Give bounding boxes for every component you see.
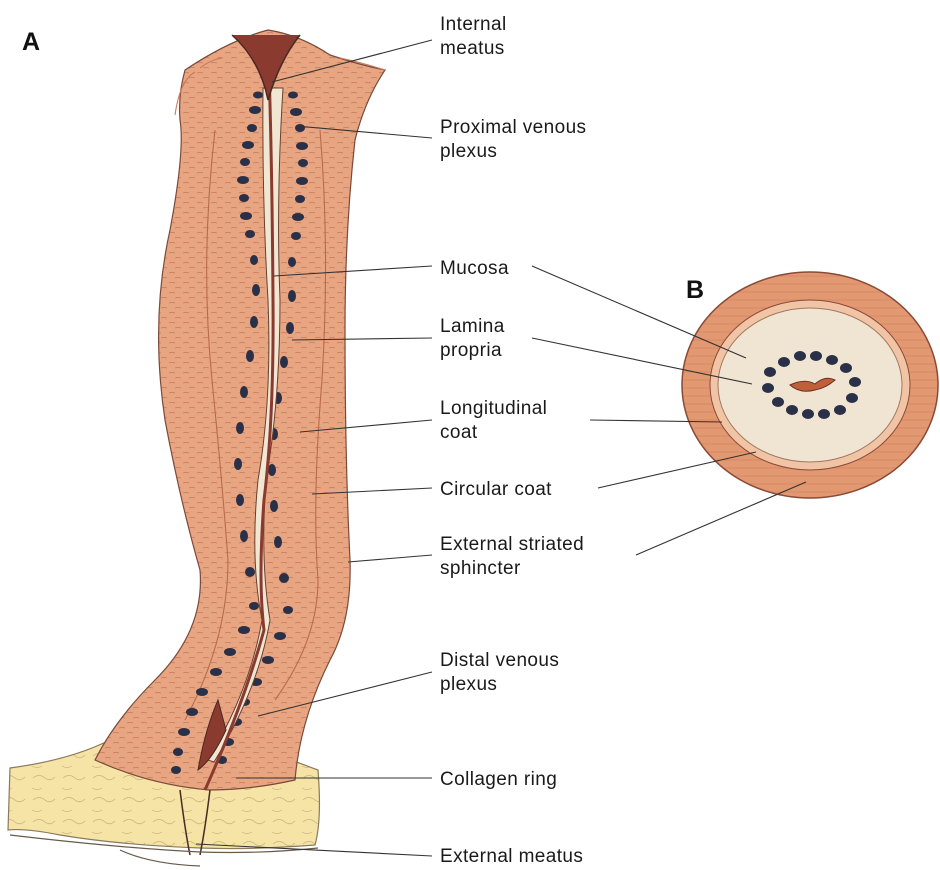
label-circular-coat: Circular coat xyxy=(440,479,552,500)
panel-letter-b: B xyxy=(686,276,704,304)
label-mucosa: Mucosa xyxy=(440,258,509,279)
leader-external-striated-sphincter-a xyxy=(348,555,432,562)
label-collagen-ring: Collagen ring xyxy=(440,769,557,790)
label-external-meatus: External meatus xyxy=(440,846,583,867)
leader-external-meatus xyxy=(196,844,432,856)
panel-letter-a: A xyxy=(22,28,40,56)
label-longitudinal-coat: Longitudinal coat xyxy=(440,398,553,443)
label-lamina-propria: Lamina propria xyxy=(440,316,510,361)
urethra-muscle-body xyxy=(95,30,385,790)
label-internal-meatus: Internal meatus xyxy=(440,14,512,59)
label-distal-venous-plexus: Distal venous plexus xyxy=(440,650,565,695)
cross-section xyxy=(682,272,938,498)
longitudinal-section xyxy=(8,30,385,866)
leader-external-striated-sphincter-b xyxy=(636,482,806,555)
label-proximal-venous-plexus: Proximal venous plexus xyxy=(440,117,592,162)
label-external-striated-sphincter: External striated sphincter xyxy=(440,534,590,579)
